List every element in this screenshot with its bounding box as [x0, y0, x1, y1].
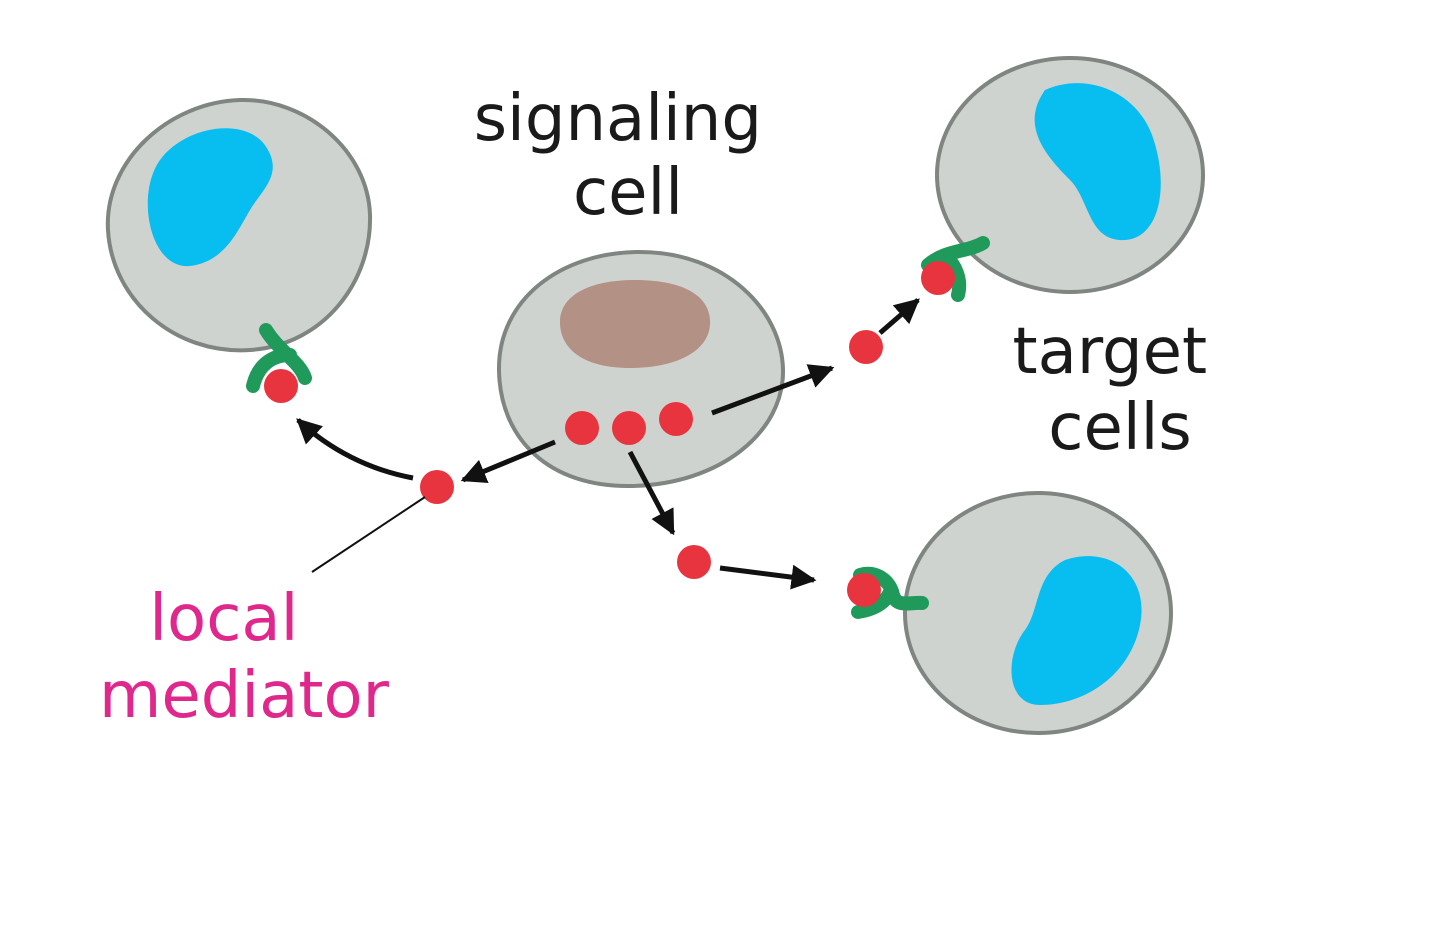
mediator-molecule [677, 545, 711, 579]
receptor-complex-top-right [921, 236, 990, 302]
local-mediator-label: local mediator [99, 582, 390, 733]
mediator-molecule [659, 402, 693, 436]
target-cells-label: target cells [1013, 315, 1228, 465]
cell-nucleus [560, 280, 711, 368]
arrow-to-left-mediator [460, 439, 556, 483]
arrow-to-top-left-cell [296, 418, 414, 481]
receptor [851, 566, 929, 619]
mediator-molecule [565, 411, 599, 445]
local-mediator-label-line-1: local [149, 582, 298, 656]
target-cell-top-left [105, 97, 373, 353]
signaling-cell-label-line-2: cell [573, 156, 683, 230]
bound-mediator [921, 261, 955, 295]
mediator-molecule [420, 470, 454, 504]
bound-mediator [264, 369, 298, 403]
local-mediator-leader-line [311, 496, 426, 573]
cell-nucleus [1011, 556, 1142, 705]
target-cell-bottom-right [903, 491, 1173, 735]
cell-nucleus [1034, 83, 1161, 241]
mediator-molecule [849, 330, 883, 364]
mediator-molecule [612, 411, 646, 445]
arrow-to-bottom-mediator [627, 450, 676, 536]
signaling-cell [496, 249, 786, 489]
diffusion-arrows [296, 298, 920, 590]
arrow-to-top-right-cell [878, 298, 920, 335]
target-cells-label-line-1: target [1013, 315, 1208, 389]
receptor-complex-bottom-right [847, 566, 929, 619]
target-cell-top-right [935, 56, 1205, 294]
signaling-cell-label: signaling cell [474, 82, 783, 230]
target-cells-label-line-2: cells [1048, 391, 1191, 465]
receptor [246, 323, 312, 393]
bound-mediator [847, 573, 881, 607]
arrow-to-bottom-right-cell [719, 564, 817, 590]
local-mediator-label-line-2: mediator [99, 659, 390, 733]
receptor [921, 236, 990, 302]
arrow-to-right-mediator [711, 364, 835, 416]
signaling-cell-label-line-1: signaling [474, 82, 762, 156]
receptor-complex-top-left [246, 323, 312, 403]
cell-nucleus [147, 128, 273, 267]
